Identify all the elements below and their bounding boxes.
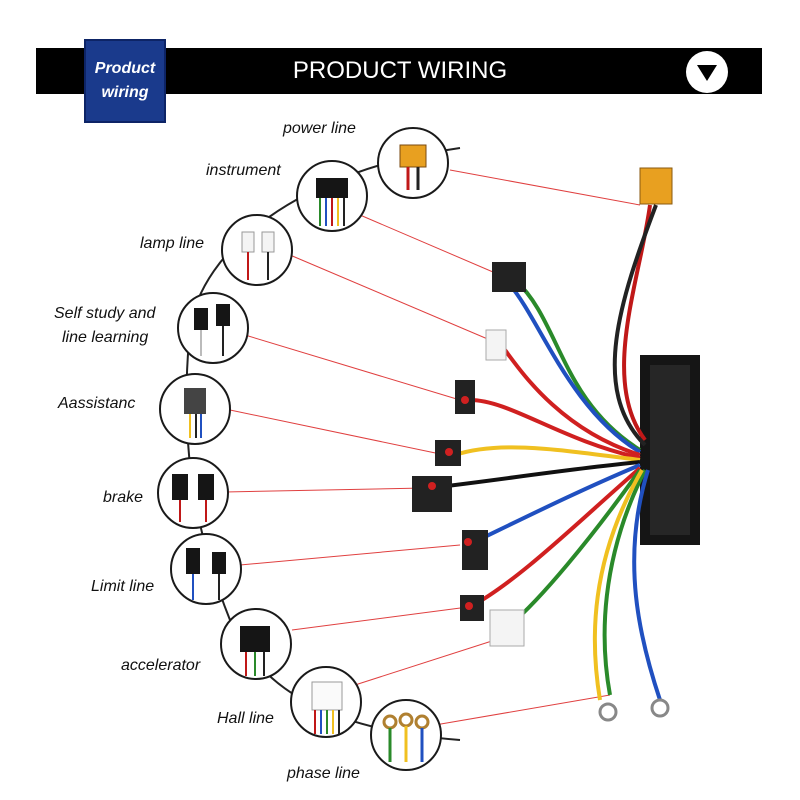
selfstudy-circle xyxy=(177,292,249,364)
label-instrument: instrument xyxy=(206,162,281,179)
label-lamp-line: lamp line xyxy=(140,235,205,252)
phase-ring-terminal-1 xyxy=(598,702,618,722)
callout-power xyxy=(449,169,641,206)
connector-circles xyxy=(157,127,449,771)
callout-lines xyxy=(224,169,641,726)
callout-lamp xyxy=(289,254,491,341)
label-self-study-1: Self study and xyxy=(54,305,156,322)
brake-circle xyxy=(157,457,229,529)
callout-limit xyxy=(239,544,461,566)
callout-accel xyxy=(291,606,469,631)
instrument-harness-connector xyxy=(492,262,526,292)
harness-connectors xyxy=(412,167,673,722)
lamp-harness-connector xyxy=(485,329,507,361)
badge-line-2: wiring xyxy=(101,84,149,101)
label-brake: brake xyxy=(103,489,144,506)
callout-phase xyxy=(434,694,611,726)
callout-assist xyxy=(229,409,446,456)
xt60-connector xyxy=(639,167,673,205)
brake-harness-connector xyxy=(412,476,452,512)
limit-circle xyxy=(170,533,242,605)
callout-instrument xyxy=(359,214,501,276)
callout-hall xyxy=(354,639,496,686)
hall-harness-connector xyxy=(489,609,525,647)
connector-icons xyxy=(172,144,430,762)
label-assistance: Aassistanc xyxy=(58,395,136,412)
harness-wires xyxy=(429,204,662,701)
label-phase-line: phase line xyxy=(287,765,360,782)
callout-selfstudy xyxy=(244,334,461,401)
label-self-study-2: line learning xyxy=(62,329,149,346)
product-wiring-badge: Product wiring xyxy=(84,39,166,123)
label-accelerator: accelerator xyxy=(121,657,201,674)
limit-harness-connector xyxy=(462,530,488,570)
label-limit-line: Limit line xyxy=(91,578,155,595)
label-hall-line: Hall line xyxy=(217,710,274,727)
label-power-line: power line xyxy=(283,120,356,137)
page-title: PRODUCT WIRING xyxy=(292,57,508,84)
lamp-circle xyxy=(221,214,293,286)
chevron-down-icon[interactable] xyxy=(686,51,728,93)
callout-brake xyxy=(224,487,426,493)
phase-ring-terminal-2 xyxy=(650,698,670,718)
badge-line-1: Product xyxy=(94,60,156,77)
